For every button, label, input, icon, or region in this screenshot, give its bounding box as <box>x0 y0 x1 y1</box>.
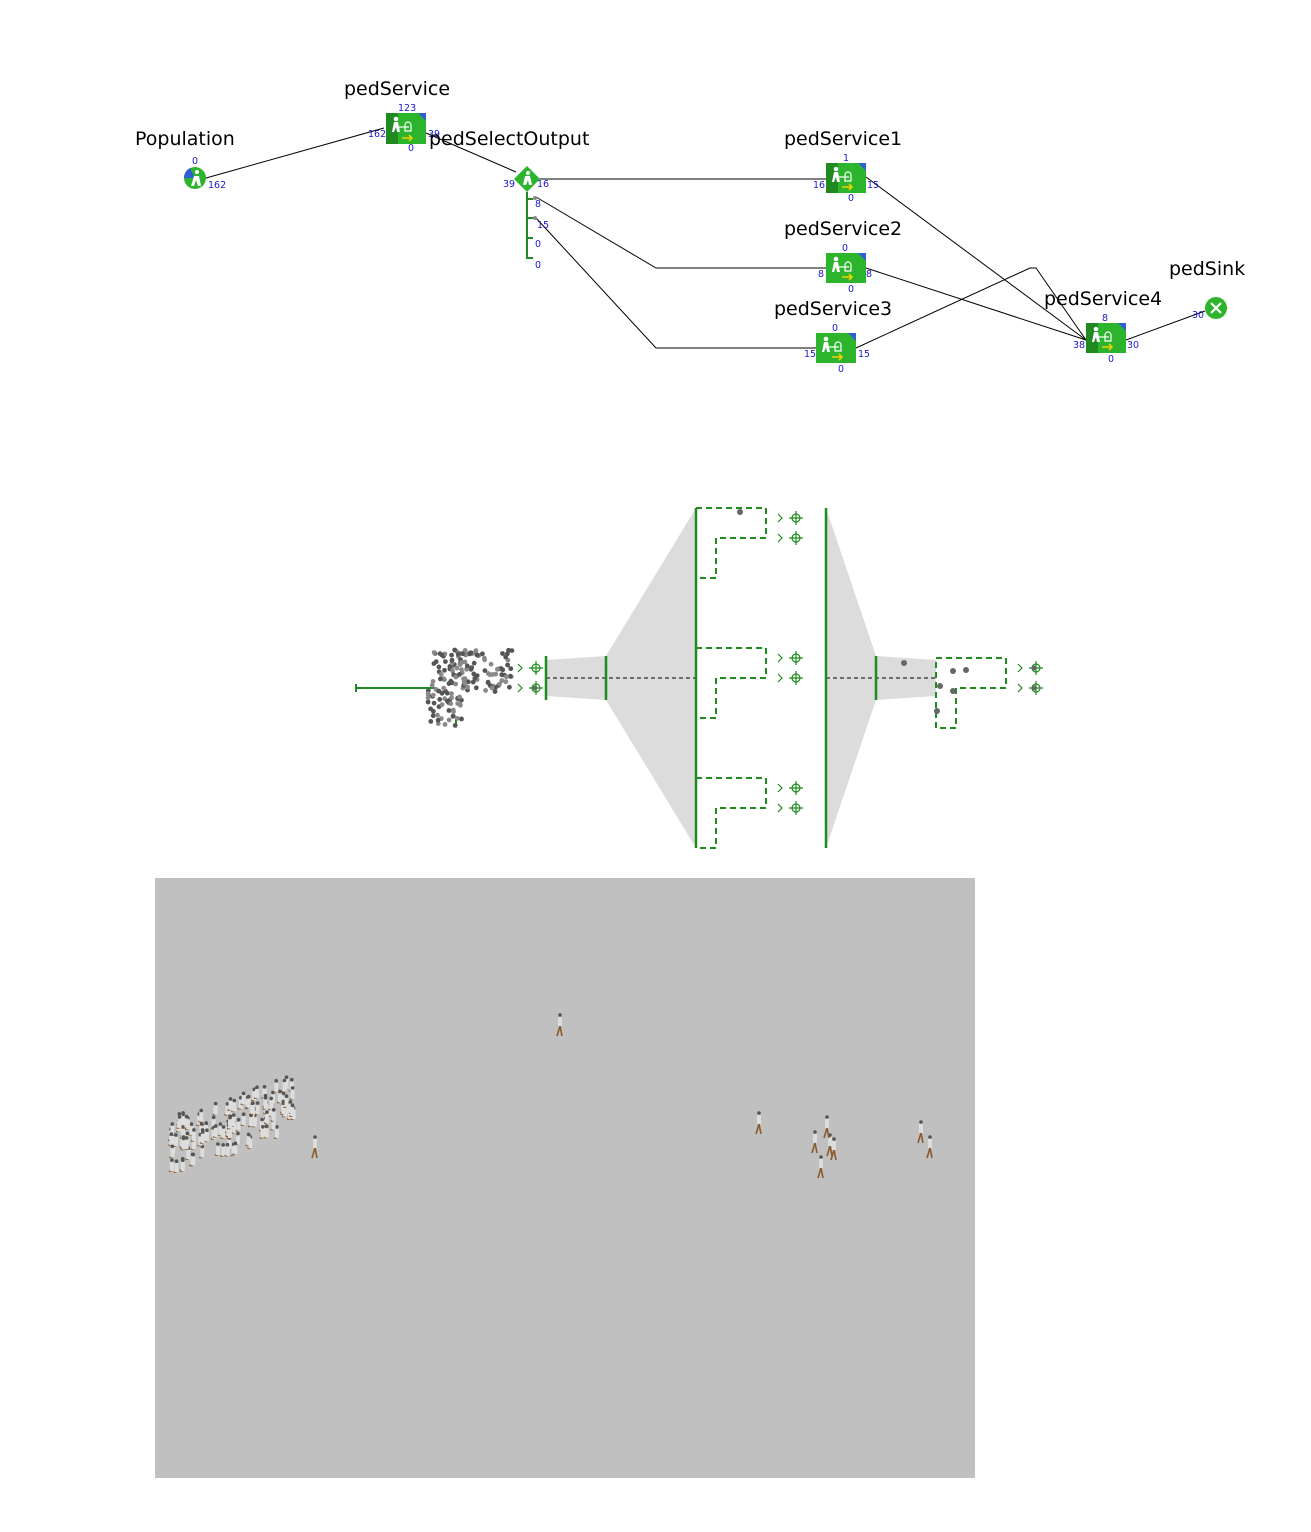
pedservice2-block[interactable]: pedService2 0 8 8 0 <box>784 218 902 295</box>
select-output-bus <box>526 192 533 259</box>
pedsink-block[interactable]: pedSink 30 <box>1169 258 1245 321</box>
flowchart: Population 0 162 pedService 123 162 39 0… <box>135 78 1245 375</box>
select-count-left: 39 <box>503 179 515 190</box>
pedservice-count-right: 39 <box>428 129 440 140</box>
pedservice2-count-top: 0 <box>842 243 848 254</box>
pedservice-label: pedService <box>344 78 450 100</box>
source-notch <box>183 168 195 178</box>
pedestrian-crowd-3d <box>167 1075 296 1174</box>
pedservice3-count-top: 0 <box>832 323 838 334</box>
pedservice4-count-left: 38 <box>1073 340 1085 351</box>
pedservice3-label: pedService3 <box>774 298 892 320</box>
connector-service2-service4 <box>865 267 1087 341</box>
target-markers <box>517 511 1043 815</box>
select-count-out4: 0 <box>535 239 541 250</box>
pedservice4-count-bottom: 0 <box>1108 354 1114 365</box>
pedservice1-count-left: 16 <box>813 180 825 191</box>
pedservice2-count-bottom: 0 <box>848 284 854 295</box>
service-line-1 <box>544 508 878 848</box>
pedestrian-service-icon <box>826 253 866 283</box>
pedservice-count-top: 123 <box>398 103 416 114</box>
pedservice1-label: pedService1 <box>784 128 902 150</box>
pedservice3-count-bottom: 0 <box>838 364 844 375</box>
pedservice4-count-right: 30 <box>1127 340 1139 351</box>
pedservice1-count-bottom: 0 <box>848 193 854 204</box>
connector-service4-sink <box>1125 310 1206 341</box>
pedestrians-3d <box>311 1013 933 1179</box>
pedservice-count-left: 162 <box>368 129 386 140</box>
connector-population-service <box>205 127 385 179</box>
pedservice2-label: pedService2 <box>784 218 902 240</box>
3d-scene <box>167 1013 933 1179</box>
pedservice4-count-top: 8 <box>1102 313 1108 324</box>
pedsink-label: pedSink <box>1169 258 1245 280</box>
select-count-out2: 8 <box>535 199 541 210</box>
pedestrians-2d <box>532 509 1037 714</box>
population-block[interactable]: Population 0 162 <box>135 128 235 191</box>
pedservice4-block[interactable]: pedService4 8 38 30 0 <box>1044 288 1162 365</box>
connector-service-select <box>425 132 517 173</box>
connectors <box>205 127 1206 349</box>
pedservice-block[interactable]: pedService 123 162 39 0 <box>344 78 450 154</box>
pedselectoutput-label: pedSelectOutput <box>429 128 589 150</box>
pedservice2-count-left: 8 <box>818 269 824 280</box>
connector-service3-service4 <box>855 267 1087 349</box>
pedservice3-block[interactable]: pedService3 0 15 15 0 <box>774 298 892 375</box>
select-count-out5: 0 <box>535 260 541 271</box>
3d-view[interactable] <box>155 878 975 1478</box>
pedservice1-count-top: 1 <box>843 153 849 164</box>
pedselectoutput-block[interactable]: pedSelectOutput 39 16 8 15 0 0 <box>429 128 589 271</box>
pedservice1-count-right: 15 <box>867 180 879 191</box>
pedservice1-block[interactable]: pedService1 1 16 15 0 <box>784 128 902 204</box>
connector-select-service3 <box>535 217 816 349</box>
pedservice2-count-right: 8 <box>866 269 872 280</box>
pedservice4-label: pedService4 <box>1044 288 1162 310</box>
select-count-out1: 16 <box>537 179 549 190</box>
connector-select-service2 <box>535 196 826 269</box>
pedestrian-crowd-2d <box>425 647 515 728</box>
pedsink-count-left: 30 <box>1192 310 1204 321</box>
select-count-out3: 15 <box>537 220 549 231</box>
queue-areas <box>455 507 1007 849</box>
population-count-top: 0 <box>192 156 198 167</box>
pedservice-count-bottom: 0 <box>408 143 414 154</box>
pedservice3-count-left: 15 <box>804 349 816 360</box>
space-markup-2d <box>355 507 1043 849</box>
population-count-right: 162 <box>208 180 226 191</box>
pedestrian-service-icon <box>816 333 856 363</box>
population-label: Population <box>135 128 235 150</box>
pedservice3-count-right: 15 <box>858 349 870 360</box>
connector-service1-service4 <box>865 176 1087 341</box>
